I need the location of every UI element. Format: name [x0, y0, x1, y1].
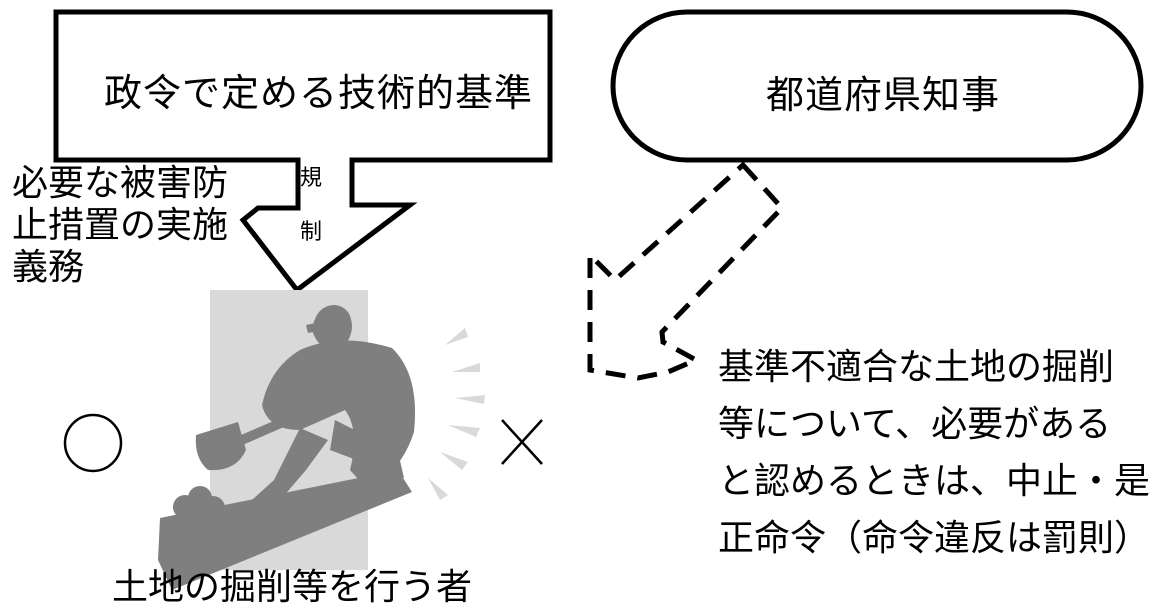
- order-text-line3: と認めるときは、中止・是: [718, 461, 1151, 502]
- regulation-arrow-shape: [53, 9, 553, 294]
- obligation-text-line1: 必要な被害防: [12, 163, 229, 204]
- order-text-line1: 基準不適合な土地の掘削: [718, 347, 1115, 388]
- governor-box-label: 都道府県知事: [766, 73, 1001, 117]
- cross-mark-icon: [501, 419, 543, 465]
- arrow-label-line2: 制: [300, 220, 323, 245]
- governor-box-shape: [610, 9, 1144, 163]
- order-dashed-arrow: [587, 161, 786, 381]
- arrow-label-line1: 規: [300, 166, 323, 191]
- order-text-line2: 等について、必要がある: [718, 404, 1112, 445]
- obligation-text-line2: 止措置の実施: [12, 205, 229, 246]
- circle-mark-icon: [63, 413, 123, 473]
- motion-rays: [428, 328, 485, 500]
- regulation-box-label: 政令で定める技術的基準: [104, 71, 534, 115]
- worker-caption: 土地の掘削等を行う者: [112, 567, 473, 608]
- worker-silhouette-icon: [158, 305, 416, 590]
- order-text-line4: 正命令（命令違反は罰則）: [718, 518, 1151, 559]
- obligation-text-line3: 義務: [12, 247, 85, 288]
